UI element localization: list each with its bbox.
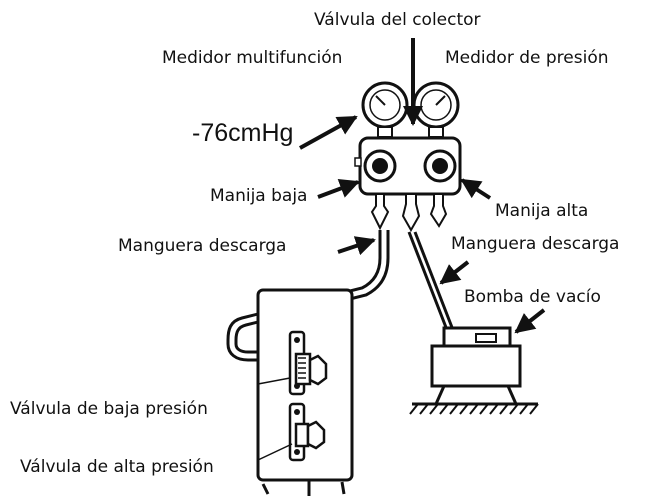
discharge-hose-left-label: Manguera descarga [118,236,287,256]
high-handle-label: Manija alta [495,201,589,221]
pressure-gauge-label: Medidor de presión [445,48,609,68]
low-side-hose [226,230,390,362]
ground-hatching [409,402,539,415]
callout-arrows [257,38,546,461]
low-handle-knob-icon [363,149,397,183]
hose-fittings [370,193,448,233]
multifunction-gauge-label: Medidor multifunción [162,48,343,68]
high-pressure-valve-icon [288,402,326,462]
vacuum-pump-icon [430,326,522,405]
service-panel [256,288,354,496]
vacuum-pump-label: Bomba de vacío [464,287,601,307]
low-pressure-valve-label: Válvula de baja presión [10,399,208,419]
low-handle-label: Manija baja [210,186,308,206]
high-pressure-valve-label: Válvula de alta presión [20,457,214,477]
pressure-gauge-icon [412,81,460,138]
pump-hose [407,231,455,331]
multifunction-gauge-icon [361,81,409,138]
low-pressure-valve-icon [288,330,328,396]
manifold-valve-label: Válvula del colector [314,10,481,30]
discharge-hose-right-label: Manguera descarga [451,234,620,254]
gauge-reading-label: -76cmHg [192,119,294,147]
high-handle-knob-icon [423,149,457,183]
